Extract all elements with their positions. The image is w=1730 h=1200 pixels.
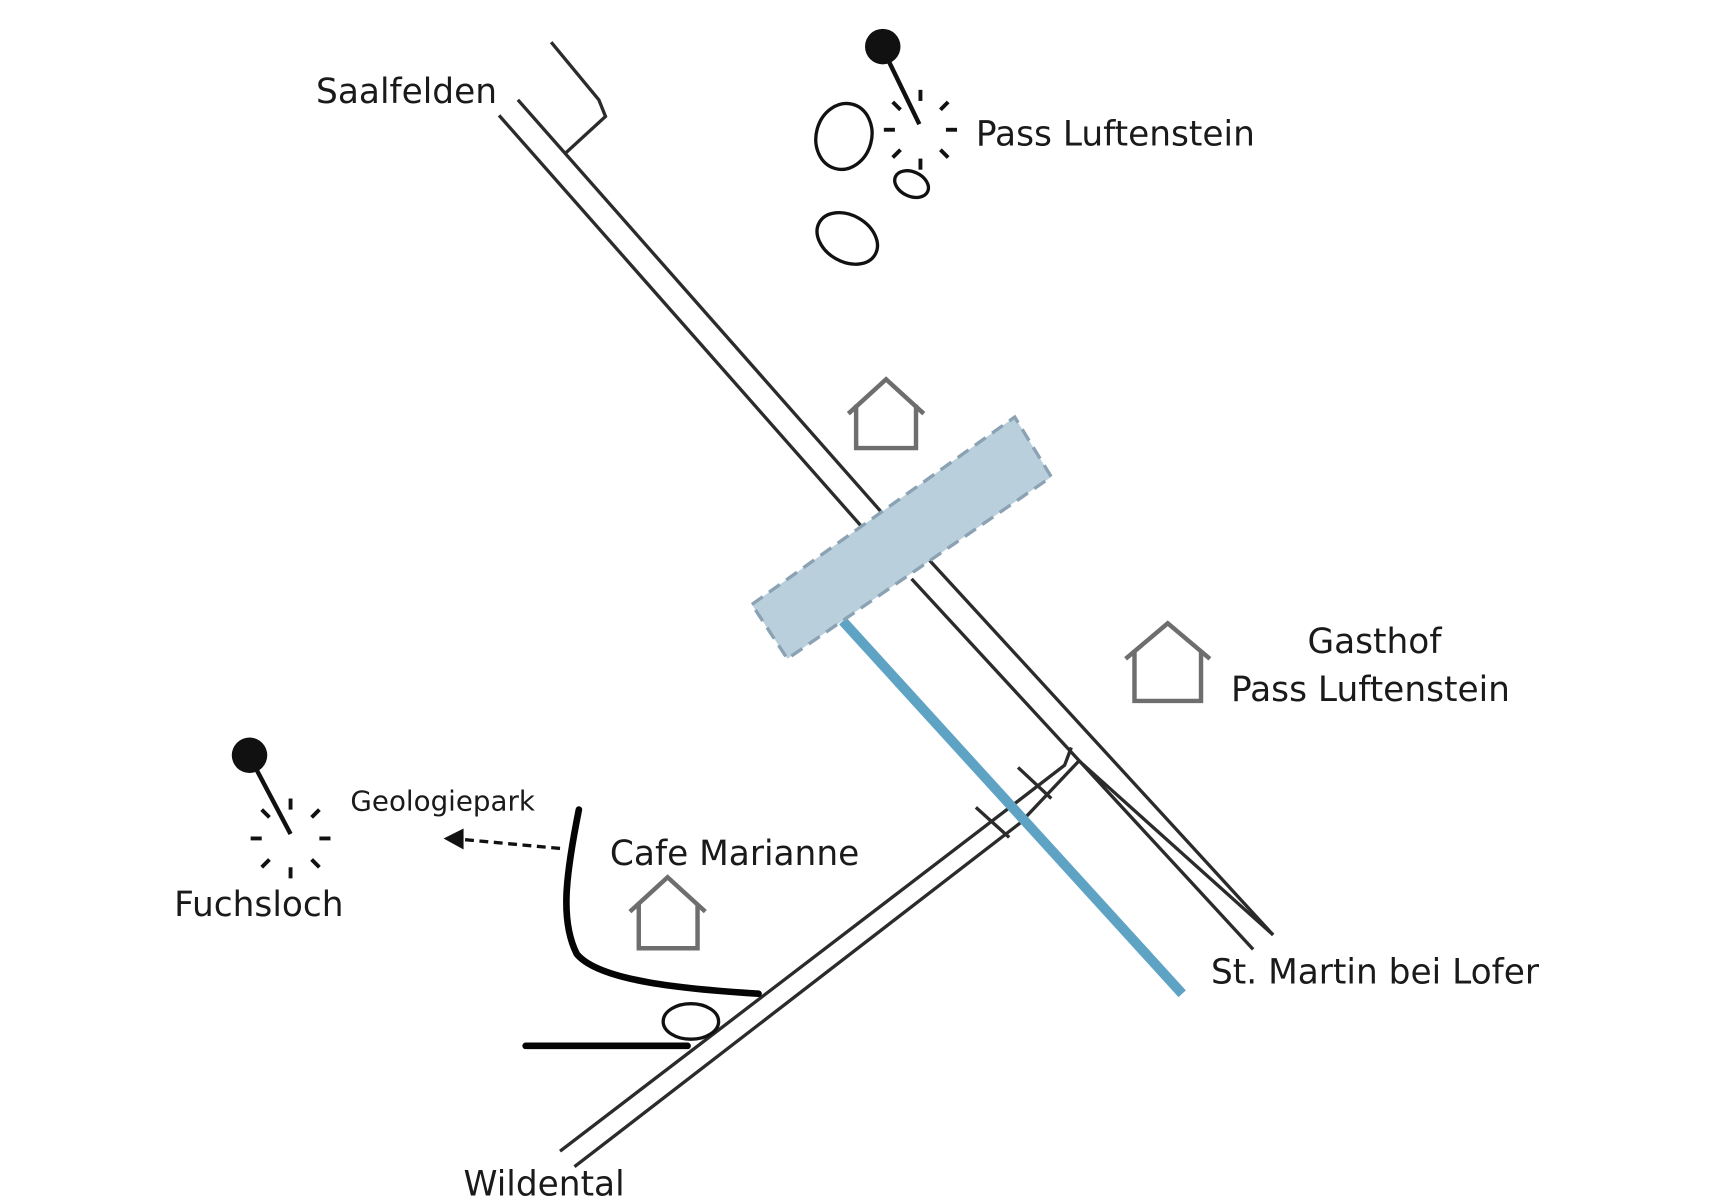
label-gasthof-pass: Pass Luftenstein <box>1231 670 1510 710</box>
river <box>839 617 1186 998</box>
side-road <box>549 41 608 155</box>
label-st-martin: St. Martin bei Lofer <box>1211 953 1540 993</box>
map-pin-icon <box>231 737 293 836</box>
house-icon <box>1124 620 1212 661</box>
cave-burst-icon <box>883 89 958 170</box>
rock-icon <box>815 210 880 266</box>
wildental-road <box>559 746 1275 1169</box>
label-gasthof: Gasthof <box>1307 622 1442 662</box>
house-icon <box>846 376 926 416</box>
house-icon <box>1132 651 1204 704</box>
protected-zone <box>749 414 1054 662</box>
house-icon <box>628 874 707 914</box>
cave-burst-icon <box>250 798 331 879</box>
house-icon <box>853 404 919 451</box>
label-wildental: Wildental <box>464 1165 625 1200</box>
rock-icon <box>814 101 874 172</box>
label-cafe-marianne: Cafe Marianne <box>610 834 859 874</box>
label-geologiepark: Geologiepark <box>350 785 535 818</box>
footpath <box>563 806 762 998</box>
map-pin-icon <box>865 28 922 126</box>
label-pass-luftenstein: Pass Luftenstein <box>976 114 1255 154</box>
label-fuchsloch: Fuchsloch <box>174 885 343 925</box>
main-road <box>497 98 1275 951</box>
rock-icon <box>661 1002 721 1041</box>
label-saalfelden: Saalfelden <box>316 72 497 112</box>
house-icon <box>636 903 700 951</box>
geologiepark-arrow <box>443 828 561 851</box>
rock-icon <box>893 169 931 200</box>
